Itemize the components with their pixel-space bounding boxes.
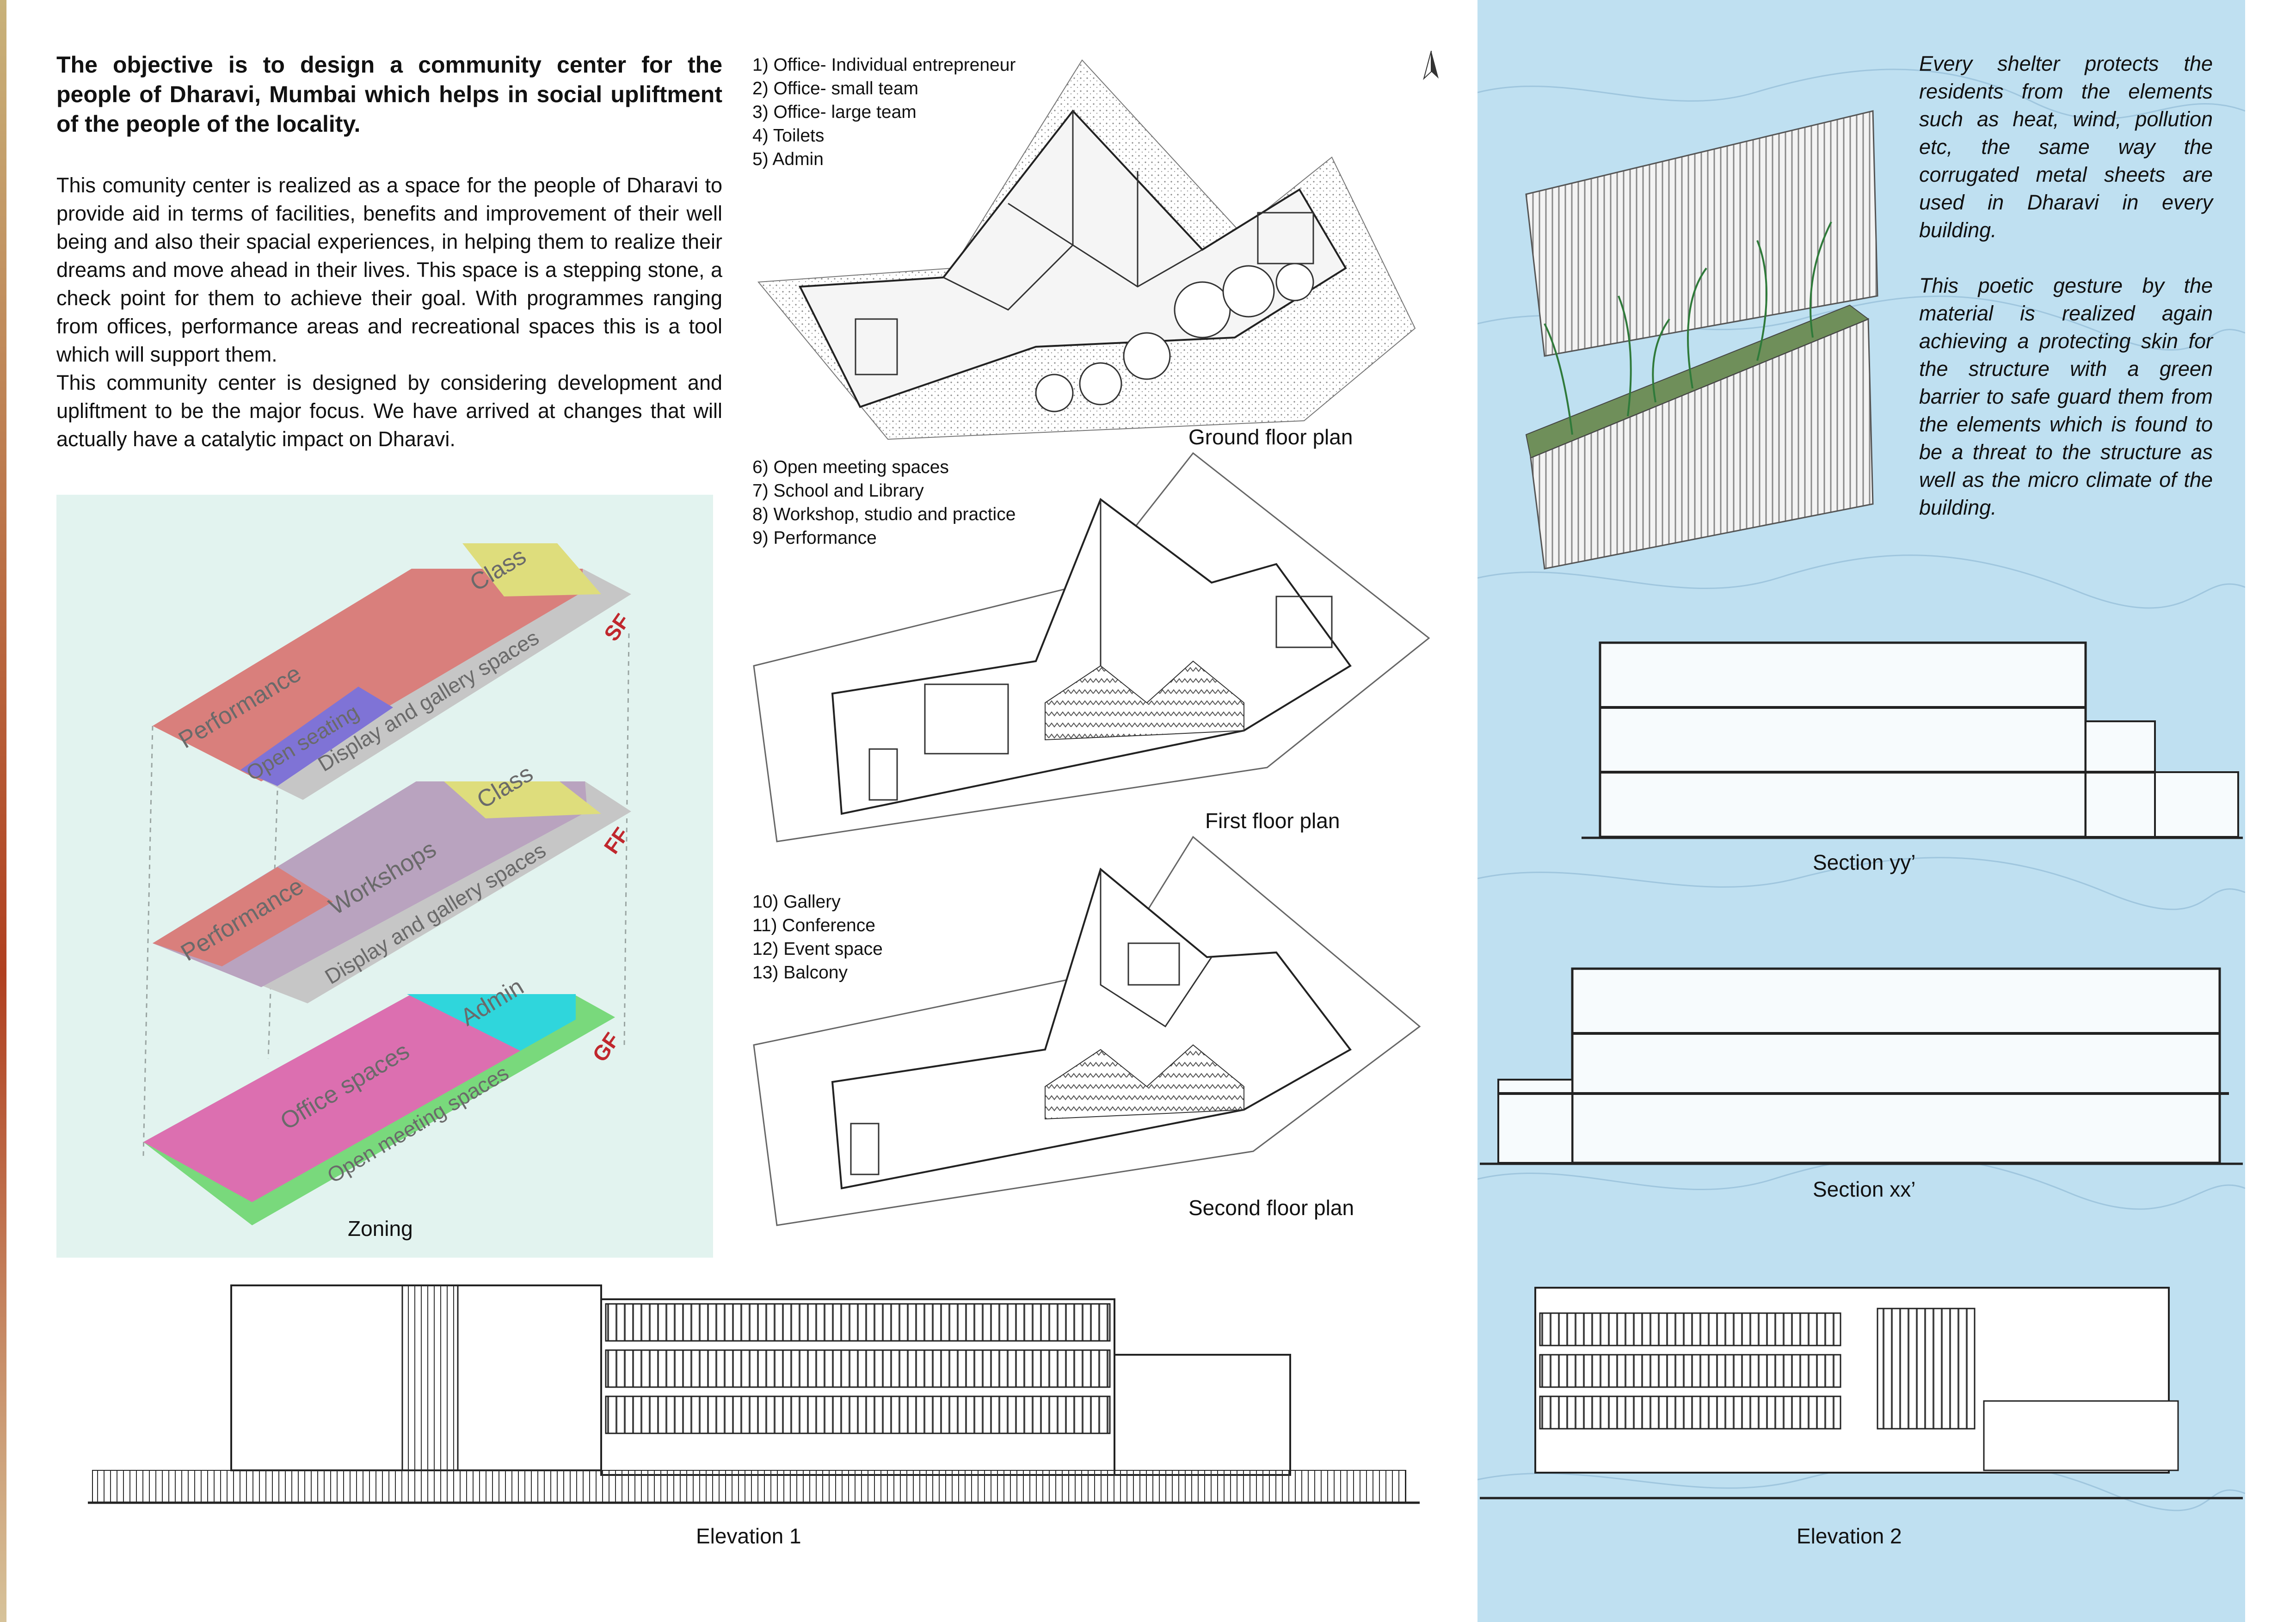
legend-item: 4) Toilets — [752, 126, 825, 146]
first-floor-caption: First floor plan — [1205, 809, 1340, 833]
legend-item: 1) Office- Individual entrepreneur — [752, 55, 1016, 75]
ground-floor-legend: 1) Office- Individual entrepreneur 2) Of… — [752, 53, 1016, 171]
legend-item: 10) Gallery — [752, 892, 841, 912]
section-yy-caption: Section yy’ — [1813, 850, 1916, 874]
ground-floor-plan-drawing — [757, 59, 1416, 440]
legend-item: 3) Office- large team — [752, 102, 917, 122]
elevation-1-caption: Elevation 1 — [696, 1524, 801, 1548]
second-floor-caption: Second floor plan — [1188, 1196, 1354, 1220]
legend-item: 12) Event space — [752, 939, 883, 959]
legend-item: 2) Office- small team — [752, 79, 919, 98]
zoning-gf-tag: GF — [588, 1028, 624, 1066]
intro-text: This comunity center is realized as a sp… — [56, 171, 722, 453]
legend-item: 11) Conference — [752, 915, 875, 935]
north-arrow-icon — [1423, 50, 1439, 80]
corrugated-skin-illustration — [1525, 110, 1878, 570]
intro-paragraph-1: This comunity center is realized as a sp… — [56, 173, 722, 366]
first-floor-legend: 6) Open meeting spaces 7) School and Lib… — [752, 455, 1016, 550]
zoning-ff-tag: FF — [599, 823, 634, 858]
legend-item: 9) Performance — [752, 528, 877, 548]
zoning-sf-slab: Performance Class Open seating Display a… — [153, 543, 634, 800]
ground-floor-caption: Ground floor plan — [1188, 425, 1353, 449]
skin-paragraph-1: Every shelter protects the residents fro… — [1919, 52, 2213, 242]
legend-item: 8) Workshop, studio and practice — [752, 504, 1016, 524]
elevation-2-caption: Elevation 2 — [1797, 1524, 1902, 1548]
page-edge-strip — [0, 0, 6, 1622]
legend-item: 6) Open meeting spaces — [752, 457, 949, 477]
legend-item: 7) School and Library — [752, 481, 924, 501]
zoning-sf-tag: SF — [599, 609, 634, 645]
zoning-gf-slab: Office spaces Admin Open meeting spaces … — [143, 973, 624, 1225]
section-xx-caption: Section xx’ — [1813, 1177, 1916, 1201]
first-floor-plan-drawing — [753, 452, 1430, 842]
legend-item: 5) Admin — [752, 149, 824, 169]
skin-paragraph-2: This poetic gesture by the material is r… — [1919, 274, 2213, 519]
section-xx-drawing — [1480, 967, 2243, 1165]
zoning-ff-slab: Performance Workshops Class Display and … — [153, 760, 634, 1003]
zoning-caption: Zoning — [348, 1216, 413, 1241]
elevation-2-drawing — [1480, 1287, 2243, 1499]
second-floor-plan-drawing — [753, 836, 1421, 1226]
legend-item: 13) Balcony — [752, 963, 848, 983]
elevation-1-drawing — [88, 1284, 1420, 1504]
intro-paragraph-2: This community center is designed by con… — [56, 371, 722, 451]
skin-description: Every shelter protects the residents fro… — [1919, 50, 2213, 549]
second-floor-legend: 10) Gallery 11) Conference 12) Event spa… — [752, 890, 883, 984]
objective-heading: The objective is to design a community c… — [56, 52, 722, 137]
section-yy-drawing — [1582, 641, 2243, 839]
